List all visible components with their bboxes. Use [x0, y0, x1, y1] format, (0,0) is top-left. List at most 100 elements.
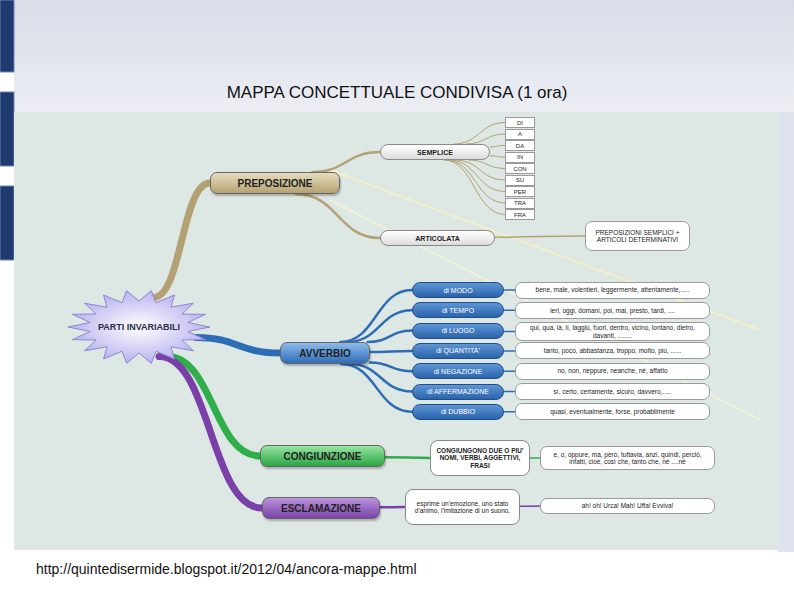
branch-connector	[490, 156, 505, 157]
branch-connector	[154, 183, 210, 297]
branch-connector	[341, 364, 412, 412]
branch-connector	[504, 411, 515, 413]
branch-connector	[196, 338, 280, 354]
node-text: ieri, oggi, domani, poi, mai, presto, ta…	[550, 307, 675, 315]
branch-connector	[469, 160, 505, 169]
source-url: http://quintedisermide.blogspot.it/2012/…	[36, 561, 417, 577]
examples-box: qui, qua, là, lì, laggiù, fuori, dentro,…	[515, 322, 710, 341]
background-streak	[330, 200, 760, 420]
examples-box: ah! oh! Urca! Mah! Uffa! Evviva!	[540, 498, 715, 514]
branch-connector	[454, 123, 505, 145]
examples-box: tanto, poco, abbastanza, troppo, molto, …	[515, 342, 710, 359]
branch-connector	[159, 357, 262, 508]
preposition-cell: DI	[505, 117, 535, 128]
node-text: bene, male, volentieri, leggermente, att…	[536, 286, 690, 294]
node-text: DA	[516, 143, 524, 149]
branch-connector	[368, 331, 412, 342]
subtype-box: di MODO	[412, 282, 504, 298]
branch-connector	[385, 456, 430, 459]
side-bar	[0, 0, 14, 72]
node-text: tanto, poco, abbastanza, troppo, molto, …	[544, 347, 682, 355]
category-box: CONGIUNZIONE	[260, 445, 385, 467]
category-box: ESCLAMAZIONE	[262, 497, 380, 519]
branch-connector	[520, 505, 540, 507]
node-text: ah! oh! Urca! Mah! Uffa! Evviva!	[582, 502, 674, 510]
definition-box: esprime un'emozione, uno stato d'animo, …	[405, 489, 520, 525]
subtype-box: di AFFERMAZIONE	[412, 384, 504, 400]
definition-box: CONGIUNGONO DUE O PIU' NOMI, VERBI, AGGE…	[430, 440, 530, 476]
node-text: di LUOGO	[442, 327, 475, 334]
node-text: PER	[514, 189, 526, 195]
node-text: qui, qua, là, lì, laggiù, fuori, dentro,…	[520, 324, 705, 339]
node-text: A	[518, 131, 522, 137]
examples-box: ieri, oggi, domani, poi, mai, presto, ta…	[515, 302, 710, 319]
branch-connector	[347, 310, 412, 342]
preposition-cell: DA	[505, 140, 535, 151]
examples-box: sì, certo, certamente, sicuro, davvero,.…	[515, 383, 710, 400]
definition-box: PREPOSIZIONI SEMPLICI + ARTICOLI DETERMI…	[585, 221, 690, 251]
preposition-cell: IN	[505, 152, 535, 163]
branch-connector	[370, 351, 412, 352]
branch-connector	[446, 160, 505, 203]
subtype-box: SEMPLICE	[380, 144, 490, 160]
examples-box: quasi, eventualmente, forse, probabilmen…	[515, 403, 710, 420]
node-text: PREPOSIZIONI SEMPLICI + ARTICOLI DETERMI…	[590, 229, 685, 244]
branch-connector	[444, 160, 505, 215]
branch-connector	[504, 350, 515, 352]
node-text: e, o, oppure, ma, però, tuttavia, anzi, …	[545, 451, 710, 466]
preposition-cell: SU	[505, 175, 535, 186]
subtype-box: di TEMPO	[412, 302, 504, 318]
node-text: SU	[516, 177, 524, 183]
branch-connector	[490, 146, 505, 147]
node-text: esprime un'emozione, uno stato d'animo, …	[410, 500, 515, 515]
node-text: PREPOSIZIONE	[237, 178, 312, 189]
node-text: IN	[517, 154, 523, 160]
branch-connector	[504, 391, 515, 393]
category-box: AVVERBIO	[280, 342, 370, 364]
node-text: ESCLAMAZIONE	[281, 503, 361, 514]
preposition-cell: TRA	[505, 198, 535, 209]
subtype-box: di DUBBIO	[412, 404, 504, 420]
node-text: SEMPLICE	[417, 149, 453, 156]
subtype-box: di LUOGO	[412, 323, 504, 339]
branch-connector	[495, 236, 585, 237]
branch-connector	[504, 310, 515, 312]
side-bar	[0, 186, 14, 260]
category-box: PREPOSIZIONE	[210, 172, 340, 194]
subtype-box: ARTICOLATA	[380, 230, 495, 246]
side-strip	[778, 112, 794, 552]
side-bar	[0, 92, 14, 166]
node-text: AVVERBIO	[299, 348, 351, 359]
preposition-cell: A	[505, 129, 535, 140]
branch-connector	[380, 506, 405, 509]
node-text: di DUBBIO	[441, 408, 475, 415]
branch-connector	[504, 331, 515, 333]
branch-connector	[312, 152, 380, 172]
node-text: di TEMPO	[442, 307, 474, 314]
slide-title: MAPPA CONCETTUALE CONDIVISA (1 ora)	[0, 83, 794, 103]
starburst-outline	[68, 291, 210, 364]
examples-box: e, o, oppure, ma, però, tuttavia, anzi, …	[540, 446, 715, 470]
root-starburst: PARTI INVARIABILI	[68, 290, 210, 364]
node-text: PARTI INVARIABILI	[98, 322, 180, 332]
preposition-cell: PER	[505, 186, 535, 197]
node-text: DI	[517, 120, 523, 126]
node-text: quasi, eventualmente, forse, probabilmen…	[550, 408, 675, 416]
preposition-cell: FRA	[505, 209, 535, 220]
node-text: di AFFERMAZIONE	[427, 388, 489, 395]
branch-connector	[466, 134, 505, 144]
node-text: CONGIUNZIONE	[284, 451, 362, 462]
subtype-box: di NEGAZIONE	[412, 363, 504, 379]
branch-connector	[530, 457, 540, 459]
node-text: CONGIUNGONO DUE O PIU' NOMI, VERBI, AGGE…	[435, 447, 525, 470]
node-text: FRA	[514, 212, 526, 218]
subtype-box: di QUANTITA'	[412, 343, 504, 359]
node-text: di MODO	[443, 287, 472, 294]
node-text: di QUANTITA'	[436, 347, 480, 354]
branch-connector	[340, 290, 412, 342]
branch-connector	[504, 370, 515, 372]
examples-box: bene, male, volentieri, leggermente, att…	[515, 282, 710, 299]
background-streak	[330, 170, 760, 330]
node-text: TRA	[514, 200, 526, 206]
